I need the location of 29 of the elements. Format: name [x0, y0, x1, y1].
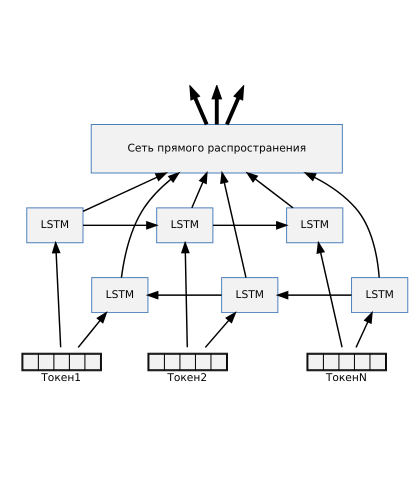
- arrow: [189, 84, 208, 125]
- arrow: [303, 172, 380, 278]
- arrow: [212, 220, 289, 230]
- node-label: Токен2: [167, 370, 208, 384]
- node-box: Сеть прямого распространения: [90, 124, 343, 173]
- arrow: [220, 170, 247, 278]
- arrow: [52, 240, 62, 347]
- arrow: [191, 170, 208, 208]
- arrow: [276, 290, 352, 300]
- arrow: [180, 240, 190, 347]
- node-box: LSTM: [156, 206, 214, 243]
- arrow: [355, 310, 373, 348]
- arrow: [211, 84, 222, 124]
- arrow: [246, 171, 294, 208]
- node-box: LSTM: [286, 206, 344, 243]
- node-box: LSTM: [91, 276, 148, 313]
- node-box: LSTM: [26, 206, 84, 243]
- arrow: [82, 172, 168, 212]
- node-label: Токен1: [41, 370, 82, 384]
- node-box: LSTM: [221, 276, 278, 313]
- node-box: LSTM: [351, 276, 408, 313]
- arrow: [316, 240, 343, 347]
- arrow: [78, 310, 108, 348]
- arrow: [146, 290, 222, 300]
- arrow: [204, 310, 237, 348]
- arrow: [83, 220, 159, 230]
- arrow: [225, 84, 244, 125]
- node-label: ТокенN: [326, 370, 367, 384]
- arrow: [120, 171, 180, 278]
